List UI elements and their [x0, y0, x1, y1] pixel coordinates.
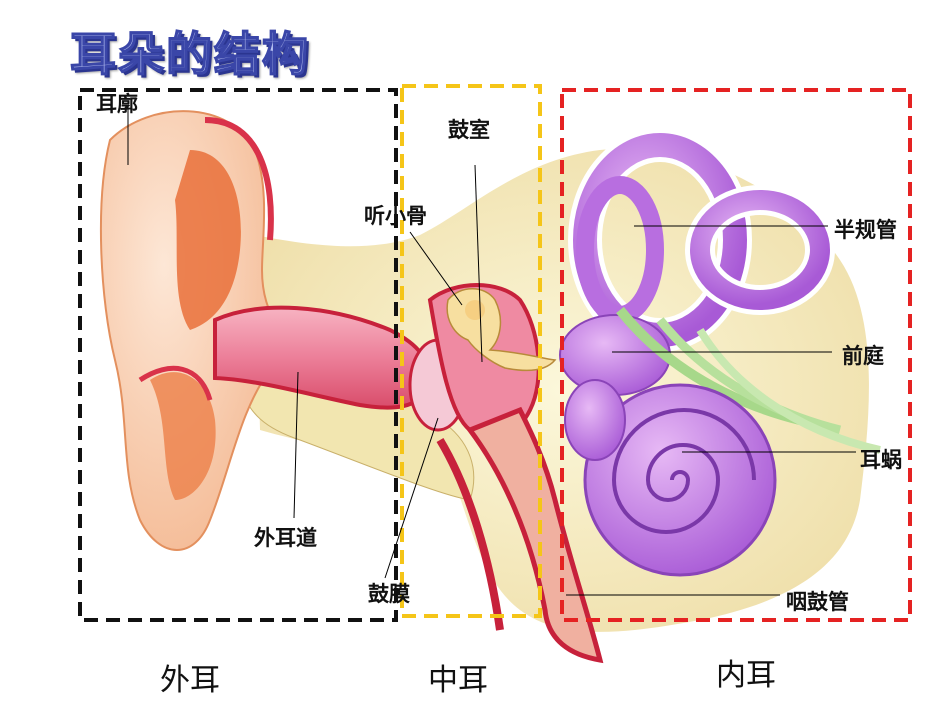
- label-ear-canal: 外耳道: [254, 526, 317, 550]
- leader-tympanic-cavity: [474, 164, 483, 363]
- page-title: 耳朵的结构: [69, 26, 310, 82]
- leader-eardrum: [384, 417, 439, 579]
- label-vestibule: 前庭: [842, 344, 884, 368]
- caption-inner-ear: 内耳: [716, 658, 776, 693]
- label-ossicles: 听小骨: [364, 204, 427, 228]
- vestibule-shape: [559, 314, 671, 396]
- auricle-fold: [150, 372, 216, 500]
- eustachian-tube-shape: [466, 406, 604, 664]
- label-eustachian-tube: 咽鼓管: [786, 590, 849, 614]
- label-cochlea: 耳蜗: [860, 448, 902, 472]
- caption-outer-ear: 外耳: [160, 663, 220, 698]
- label-eardrum: 鼓膜: [368, 582, 410, 606]
- label-tympanic-cavity: 鼓室: [448, 118, 490, 142]
- leader-ear-canal: [293, 371, 299, 519]
- leader-ossicles: [409, 231, 463, 306]
- auricle-inner: [175, 150, 241, 330]
- label-semicircular-canals: 半规管: [834, 218, 897, 242]
- cochlea-spiral: [611, 408, 756, 534]
- outer-ear-box: [78, 88, 398, 622]
- label-auricle: 耳廓: [96, 92, 138, 116]
- middle-ear-box: [400, 84, 542, 618]
- caption-middle-ear: 中耳: [428, 663, 488, 698]
